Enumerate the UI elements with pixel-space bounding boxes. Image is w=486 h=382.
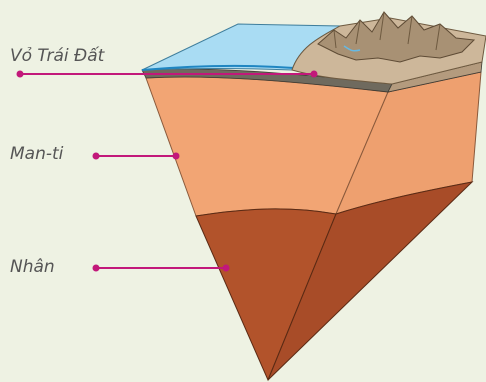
crust-leader-dot-end: [311, 71, 318, 78]
core-leader-dot-end: [223, 265, 230, 272]
core-leader-dot-start: [93, 265, 100, 272]
crust-leader-dot-start: [17, 71, 24, 78]
mantle-label: Man-ti: [10, 144, 63, 164]
mantle-leader-dot-end: [173, 153, 180, 160]
mantle-leader-dot-start: [93, 153, 100, 160]
core-label: Nhân: [10, 257, 55, 277]
crust-label: Vỏ Trái Đất: [10, 46, 104, 66]
